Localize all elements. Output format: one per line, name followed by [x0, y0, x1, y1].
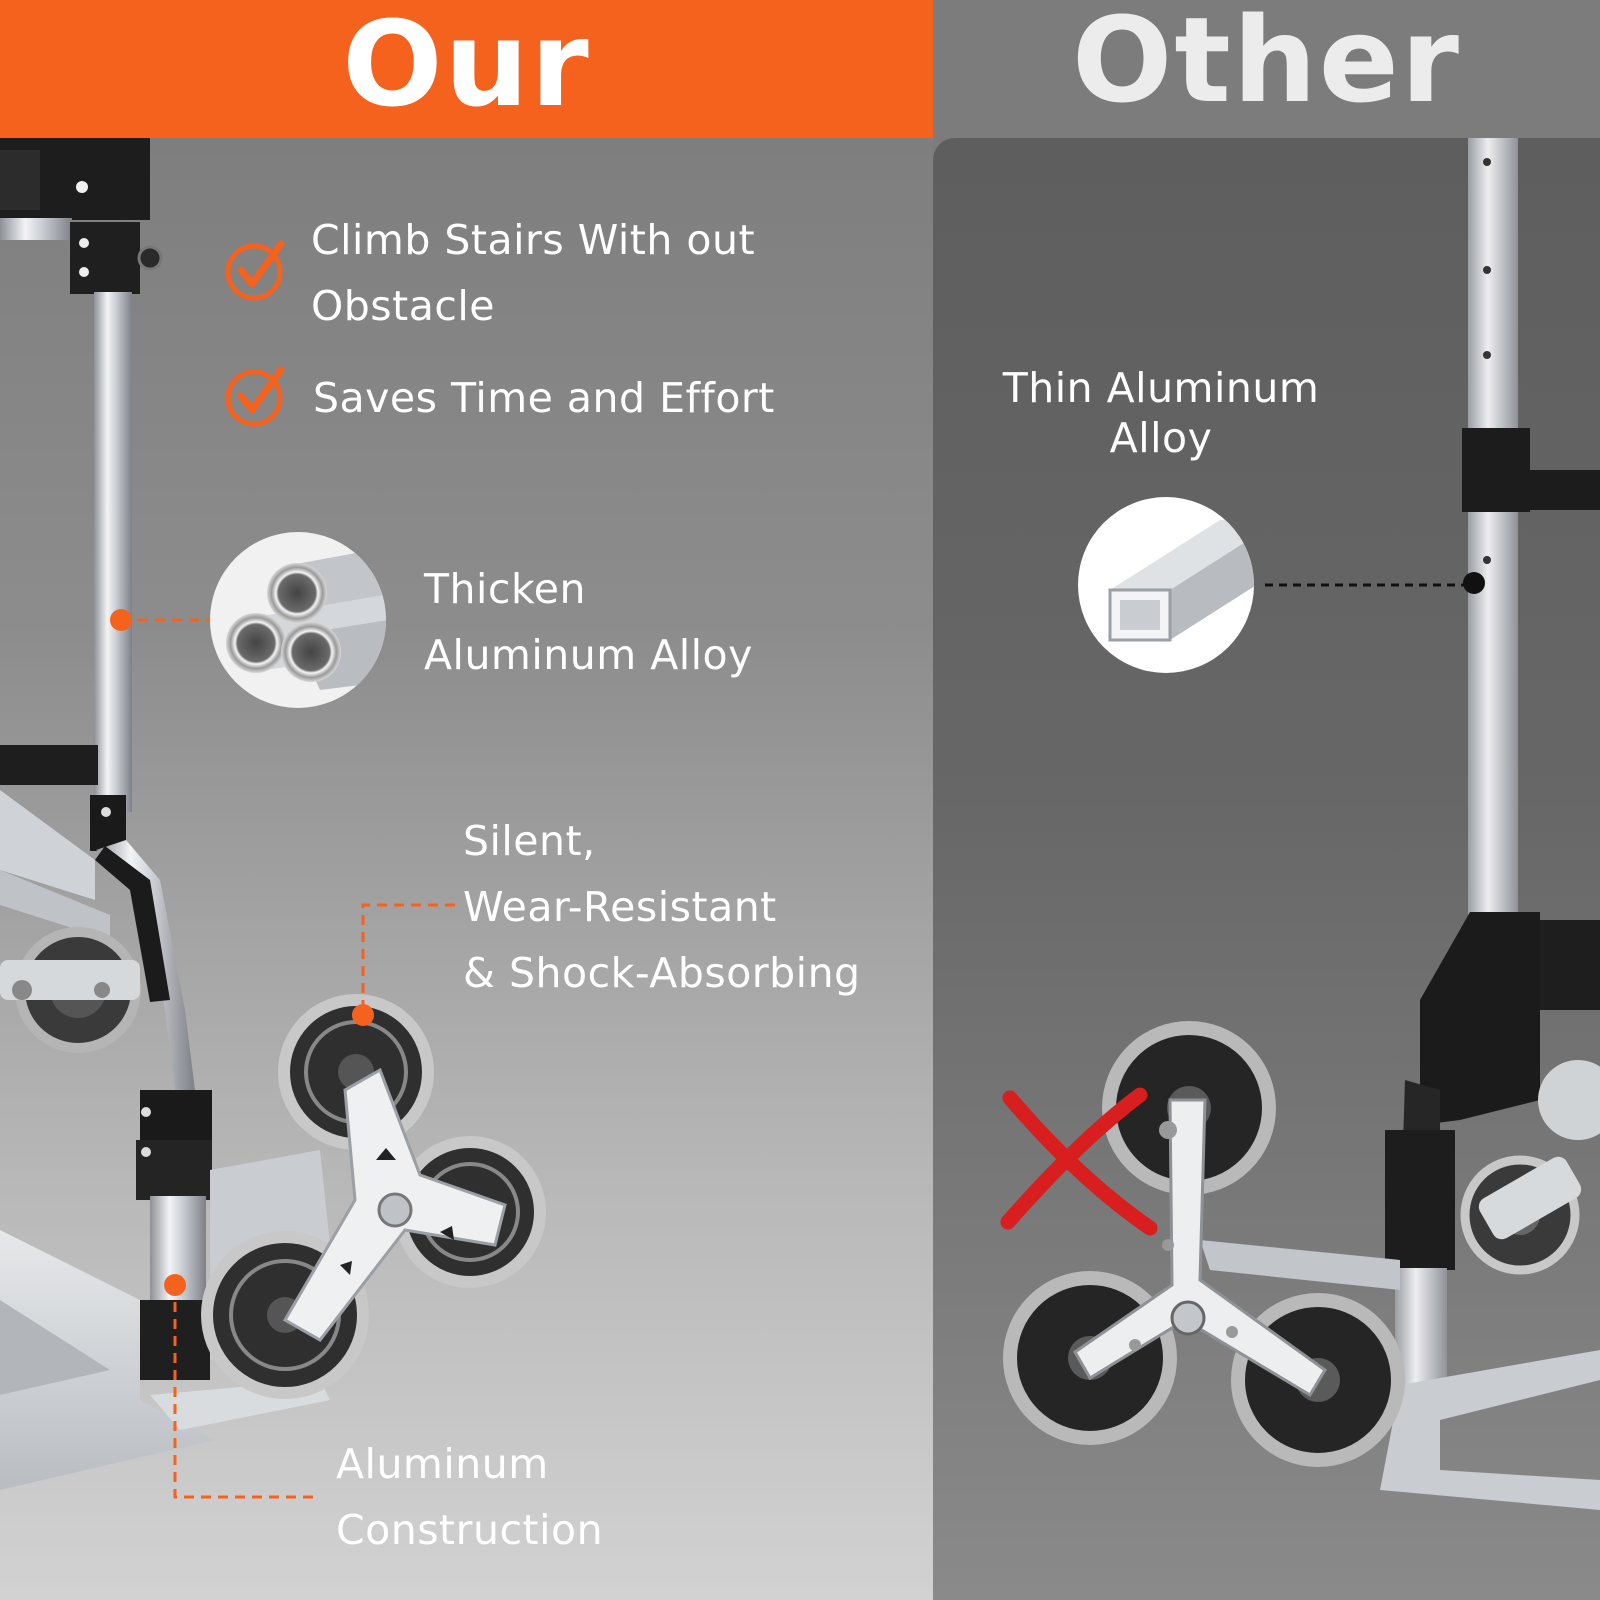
check-circle-icon — [225, 240, 285, 301]
callout-thicken-alloy: Thicken Aluminum Alloy — [424, 556, 753, 688]
callout-line: Construction — [336, 1506, 604, 1554]
main-pole — [90, 292, 195, 1090]
callout-wheels: Silent, Wear-Resistant & Shock-Absorbing — [463, 808, 861, 1006]
callout-thin-alloy: Thin Aluminum Alloy — [986, 363, 1336, 463]
check-circle-icon — [225, 366, 285, 427]
tri-wheel — [201, 994, 546, 1399]
feature-line: Obstacle — [311, 282, 496, 330]
callout-line: Thin Aluminum — [1002, 364, 1320, 412]
callout-aluminum-construction: Aluminum Construction — [336, 1431, 603, 1563]
feature-saves-time: Saves Time and Effort — [313, 365, 775, 431]
our-cart-illustration — [0, 138, 546, 1499]
feature-climb-stairs: Climb Stairs With out Obstacle — [311, 207, 755, 339]
callout-line: Aluminum Alloy — [424, 631, 753, 679]
callout-line: & Shock-Absorbing — [463, 949, 861, 997]
our-header: Our — [0, 0, 933, 138]
pole-collar — [136, 1090, 212, 1380]
handle-bracket — [0, 138, 163, 294]
orange-leaders — [110, 609, 455, 1499]
other-title: Other — [1072, 0, 1461, 129]
other-header: Other — [933, 0, 1600, 138]
callout-line: Aluminum — [336, 1440, 549, 1488]
feature-line: Saves Time and Effort — [313, 374, 775, 422]
callout-line: Silent, — [463, 817, 596, 865]
other-panel-card — [933, 138, 1600, 1600]
callout-line: Thicken — [424, 565, 586, 613]
feature-line: Climb Stairs With out — [311, 216, 756, 264]
our-title: Our — [342, 0, 591, 133]
callout-line: Wear-Resistant — [463, 883, 777, 931]
callout-line: Alloy — [1109, 414, 1213, 462]
cart-body-left — [0, 745, 141, 1053]
round-tubes-icon — [210, 532, 386, 708]
